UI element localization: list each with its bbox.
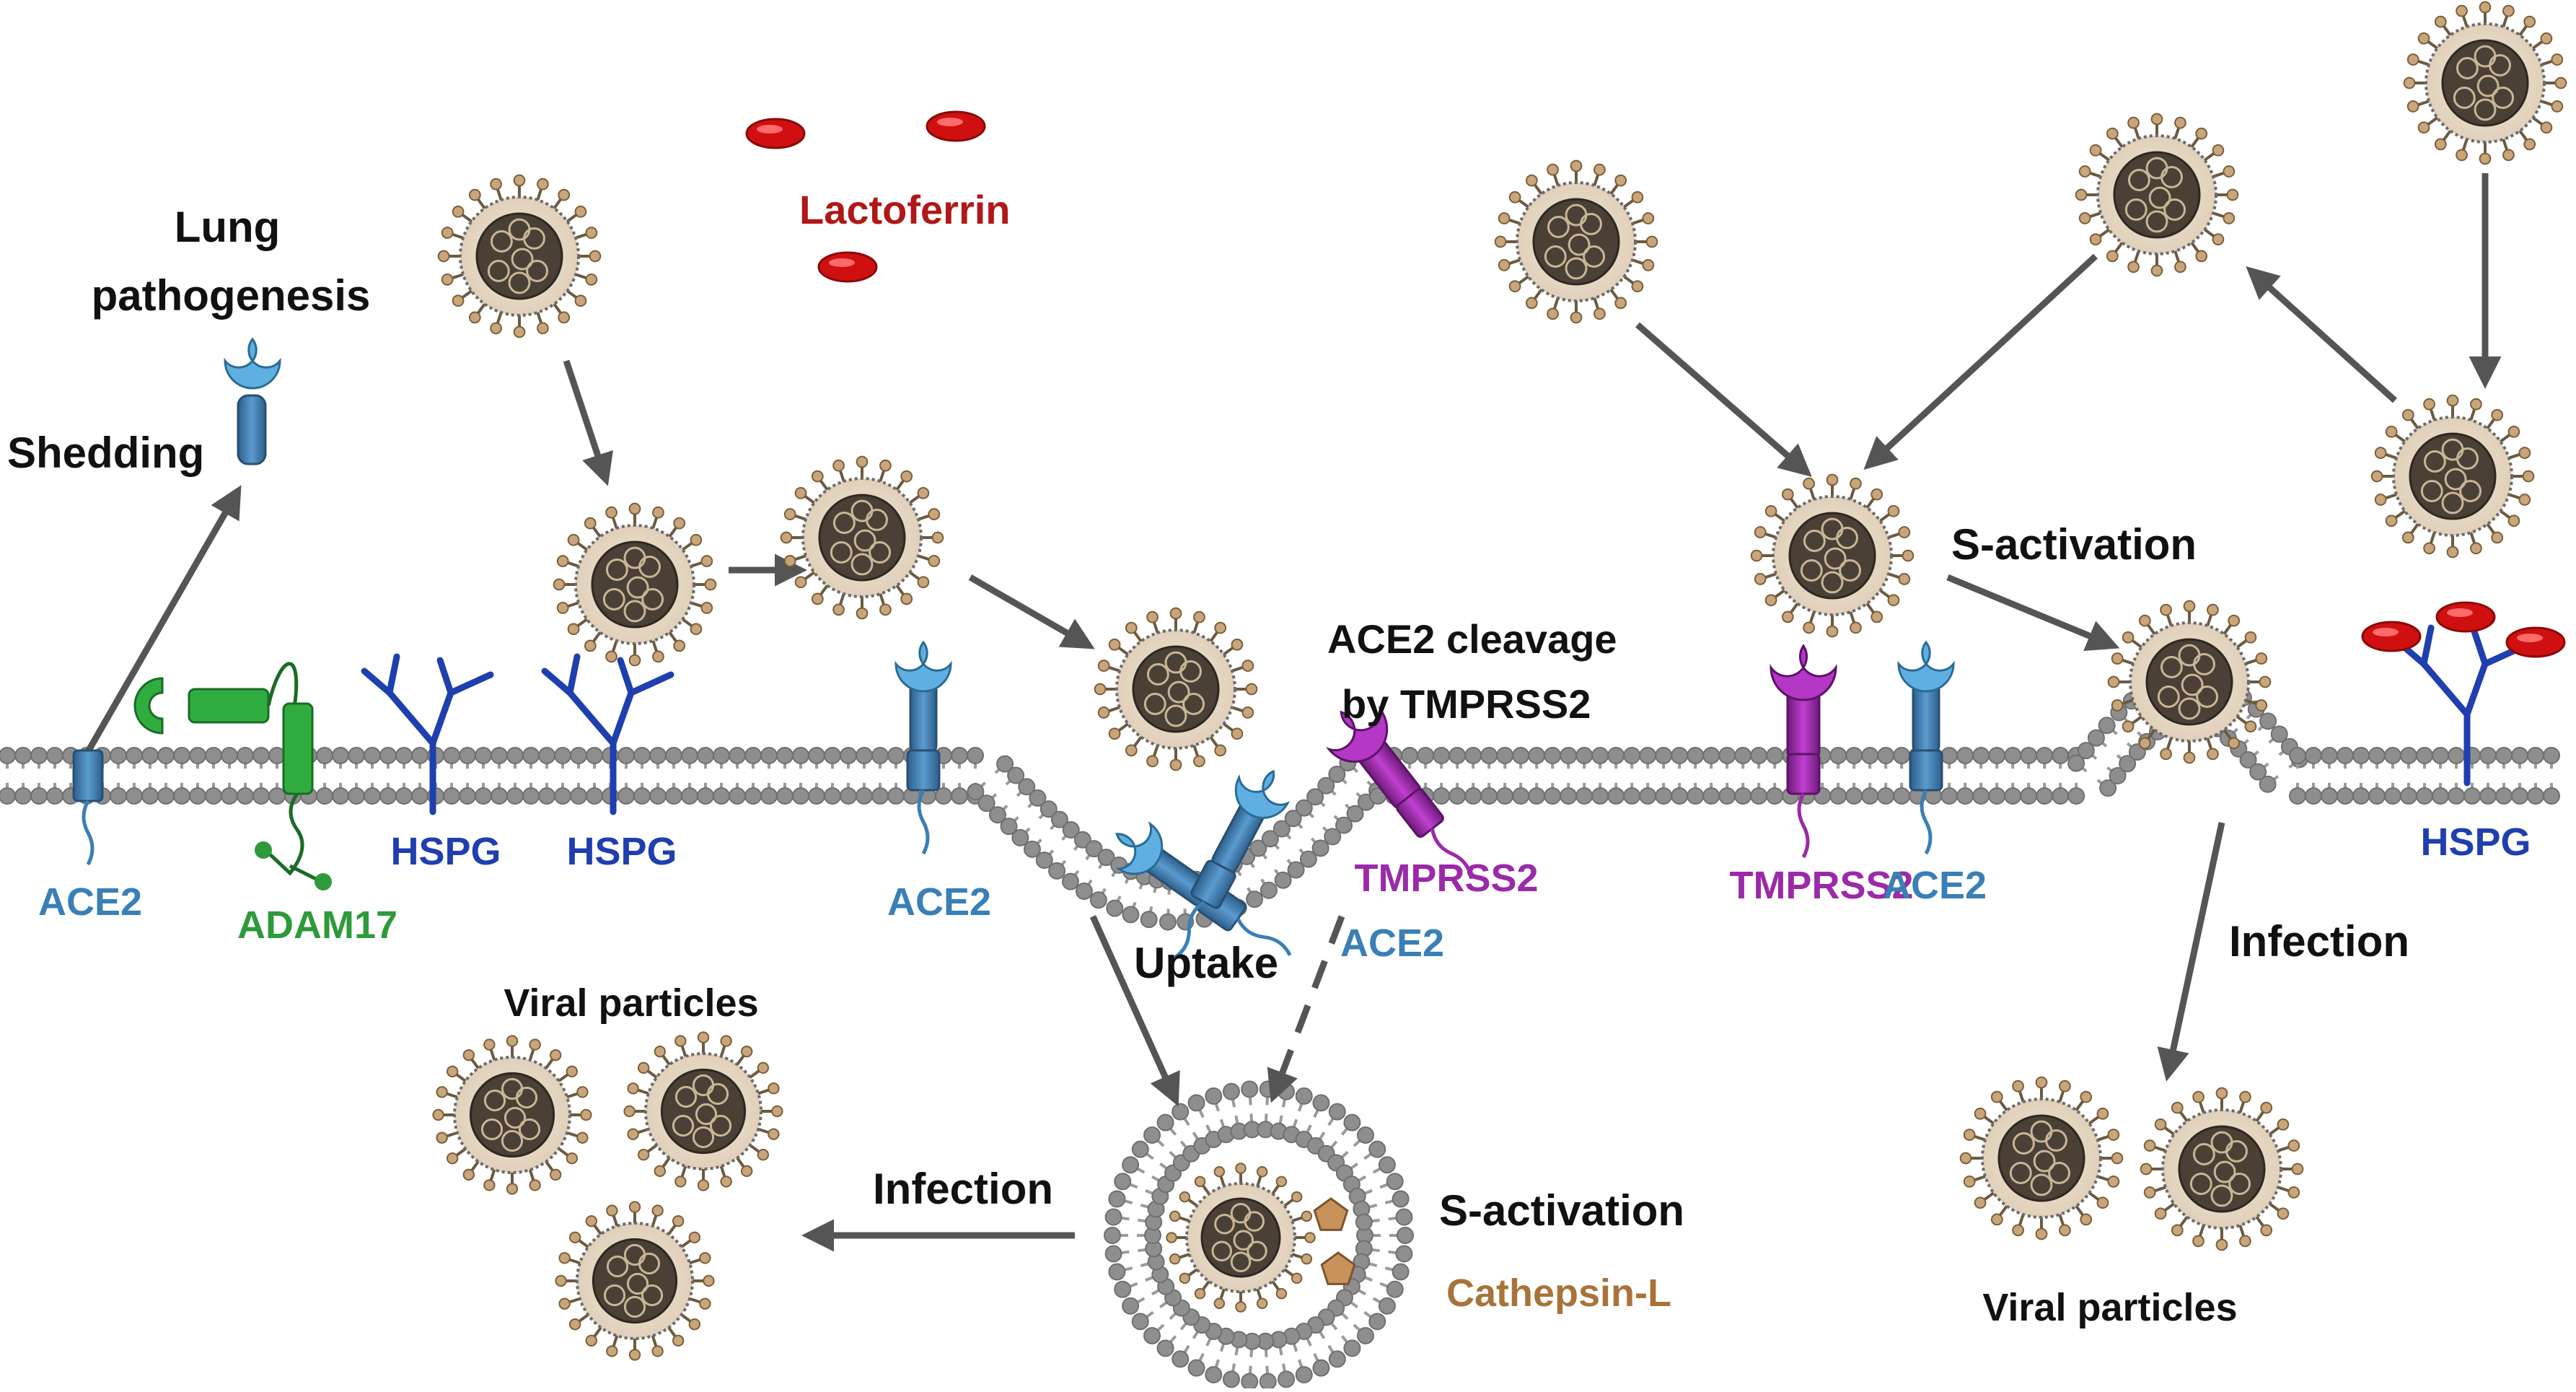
cathepsin-2 — [1320, 1251, 1356, 1285]
virus-top-right-1 — [1494, 159, 1658, 324]
label-tmprss2-2: TMPRSS2 — [1729, 864, 1913, 907]
lactoferrin-3 — [817, 251, 878, 283]
label-ace2-3: ACE2 — [1340, 922, 1444, 965]
cell-membrane — [0, 667, 2560, 931]
virus-particle-left-3 — [555, 1201, 715, 1361]
arrow-virus-to-center-1 — [1635, 322, 1812, 477]
arrows — [84, 173, 2502, 1252]
virus-particle-left-1 — [432, 1035, 592, 1195]
arrow-virus-up — [2246, 266, 2398, 403]
label-hspg-1: HSPG — [390, 830, 501, 873]
arrow-uptake-dashed — [1267, 915, 1345, 1103]
label-lactoferrin: Lactoferrin — [799, 187, 1011, 232]
label-hspg-2: HSPG — [566, 830, 677, 873]
ace2-dip-right — [1173, 769, 1291, 960]
hspg-3 — [2395, 624, 2528, 787]
label-cathepsin: Cathepsin-L — [1446, 1271, 1671, 1315]
virus-particle-right-1 — [1959, 1076, 2124, 1240]
arrow-s-activation — [1946, 574, 2120, 652]
virus-s-activation — [1750, 473, 1915, 638]
lactoferrin-hspg-1 — [2361, 621, 2422, 652]
label-adam17: ADAM17 — [237, 903, 397, 947]
label-uptake: Uptake — [1134, 939, 1278, 987]
label-by-tmprss2: by TMPRSS2 — [1342, 681, 1591, 727]
lactoferrin-molecules — [745, 110, 2566, 658]
virus-approach — [780, 455, 944, 620]
arrow-infection-right — [2157, 822, 2225, 1082]
label-viral-particles-right: Viral particles — [1982, 1286, 2237, 1329]
virus-right-mid — [2370, 394, 2535, 559]
label-infection-right: Infection — [2229, 917, 2409, 966]
ace2-right — [1897, 640, 1955, 855]
virus-in-endosome — [1166, 1163, 1316, 1313]
endosome-vesicle — [1104, 1080, 1414, 1391]
ace2-2 — [894, 640, 952, 855]
arrow-virus-to-center-2 — [1863, 253, 2098, 470]
label-viral-particles-left: Viral particles — [504, 981, 758, 1025]
ace2-left — [72, 749, 104, 866]
label-s-activation-right: S-activation — [1951, 520, 2197, 569]
label-lung: Lung — [175, 203, 281, 251]
tmprss2-right — [1770, 644, 1837, 859]
arrow-uptake-solid — [1089, 915, 1180, 1107]
virus-top-right-3 — [2403, 1, 2567, 165]
virus-descending — [553, 502, 717, 667]
arrow-virus-descend — [563, 359, 613, 486]
label-ace2-cleavage: ACE2 cleavage — [1327, 616, 1617, 662]
label-hspg-3: HSPG — [2420, 820, 2531, 864]
label-s-activation-bottom: S-activation — [1439, 1186, 1684, 1235]
virus-particle-right-2 — [2140, 1087, 2304, 1251]
membrane-proteins — [72, 337, 2528, 960]
cathepsin-1 — [1313, 1197, 1349, 1231]
labels: Lung pathogenesis Shedding Lactoferrin A… — [7, 187, 2531, 1329]
hspg-2 — [541, 653, 674, 815]
label-tmprss2-1: TMPRSS2 — [1354, 857, 1538, 900]
arrow-to-uptake — [968, 574, 1095, 649]
virus-top-left — [437, 174, 602, 338]
label-ace2-1: ACE2 — [38, 880, 142, 924]
lactoferrin-hspg-3 — [2505, 626, 2566, 658]
label-ace2-4: ACE2 — [1883, 864, 1987, 907]
virus-budding — [2107, 600, 2272, 764]
lactoferrin-2 — [926, 110, 986, 142]
label-pathogenesis: pathogenesis — [92, 271, 371, 320]
virus-top-right-2 — [2075, 113, 2239, 277]
adam17 — [133, 662, 332, 890]
arrow-shedding — [84, 485, 242, 756]
lactoferrin-1 — [745, 118, 806, 149]
virus-particle-left-2 — [623, 1031, 783, 1191]
label-shedding: Shedding — [7, 429, 204, 477]
tmprss2-dip — [1326, 705, 1474, 880]
lactoferrin-hspg-2 — [2435, 601, 2496, 633]
virus-bound — [1094, 607, 1258, 771]
virus-particles — [432, 1, 2567, 1361]
ace2-shed — [224, 337, 281, 465]
label-infection-left: Infection — [873, 1165, 1053, 1213]
label-ace2-2: ACE2 — [887, 880, 991, 924]
hspg-1 — [361, 653, 494, 815]
